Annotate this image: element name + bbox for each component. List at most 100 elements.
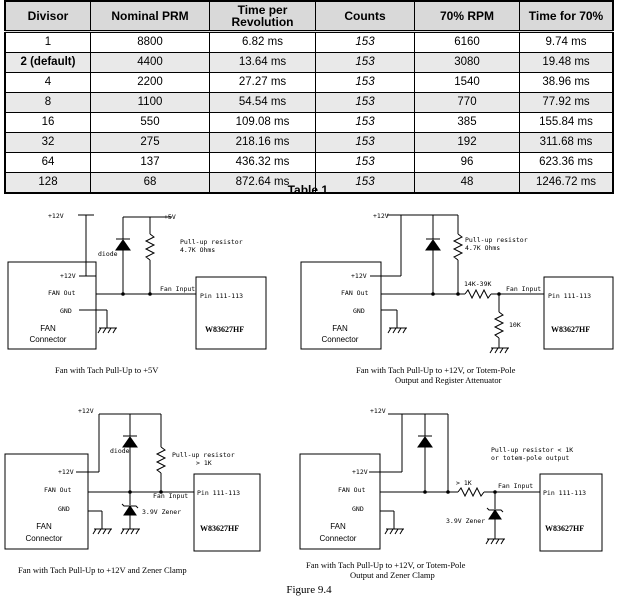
cell-time-for-70: 623.36 ms bbox=[519, 152, 614, 173]
series-resistor-label: > 1K bbox=[456, 479, 472, 487]
cell-divisor: 8 bbox=[4, 92, 91, 113]
fan-connector-label-1: FAN bbox=[332, 324, 348, 333]
cell-time-for-70: 19.48 ms bbox=[519, 52, 614, 73]
diagram-caption: Fan with Tach Pull-Up to +12V and Zener … bbox=[18, 565, 187, 575]
cell-divisor: 1 bbox=[4, 31, 91, 53]
pullup-label-1: Pull-up resistor < 1K bbox=[491, 446, 573, 454]
pullup-label-1: Pull-up resistor bbox=[465, 236, 528, 244]
cell-counts: 153 bbox=[315, 72, 415, 93]
chip-box bbox=[195, 276, 267, 350]
cell-nominal-prm: 275 bbox=[90, 132, 210, 153]
gnd-label: GND bbox=[60, 307, 72, 315]
cell-rpm-70: 770 bbox=[414, 92, 520, 113]
data-table: Divisor Nominal PRM Time per Revolution … bbox=[4, 0, 614, 194]
supply-12v-label: +12V bbox=[373, 212, 389, 220]
diagram-caption: Fan with Tach Pull-Up to +5V bbox=[55, 365, 159, 375]
fan-input-label: Fan Input bbox=[160, 285, 195, 293]
cell-divisor: 4 bbox=[4, 72, 91, 93]
diagram-caption-1: Fan with Tach Pull-Up to +12V, or Totem-… bbox=[356, 365, 516, 375]
supply-12v-label: +12V bbox=[370, 407, 386, 415]
diode-label: diode bbox=[110, 447, 130, 455]
chip-label: W83627HF bbox=[545, 524, 584, 533]
cell-time-per-revolution: 872.64 ms bbox=[209, 172, 316, 194]
circuit-diagram-1: FAN Connector +12V FAN Out GND +12V diod… bbox=[7, 212, 267, 375]
cell-nominal-prm: 137 bbox=[90, 152, 210, 173]
zener-label: 3.9V Zener bbox=[142, 508, 181, 516]
cell-nominal-prm: 2200 bbox=[90, 72, 210, 93]
cell-rpm-70: 385 bbox=[414, 112, 520, 133]
figure-9-4: FAN Connector +12V FAN Out GND +12V diod… bbox=[4, 212, 614, 596]
pin-label: Pin 111-113 bbox=[543, 489, 586, 497]
fan-out-label: FAN Out bbox=[44, 486, 71, 494]
header-counts: Counts bbox=[315, 0, 415, 32]
supply-12v-label: +12V bbox=[78, 407, 94, 415]
diagram-caption-2: Output and Register Attenuator bbox=[395, 375, 502, 385]
cell-rpm-70: 1540 bbox=[414, 72, 520, 93]
cell-rpm-70: 96 bbox=[414, 152, 520, 173]
cell-time-for-70: 155.84 ms bbox=[519, 112, 614, 133]
cell-time-per-revolution: 436.32 ms bbox=[209, 152, 316, 173]
fan-connector-label-2: Connector bbox=[30, 335, 67, 344]
cell-time-for-70: 38.96 ms bbox=[519, 72, 614, 93]
table-caption: Table 1. bbox=[287, 183, 332, 197]
circuit-diagram-3: FAN Connector +12V FAN Out GND +12V diod… bbox=[4, 407, 261, 575]
header-nominal-prm: Nominal PRM bbox=[90, 0, 210, 32]
pullup-label-1: Pull-up resistor bbox=[172, 451, 235, 459]
supply-12v-label: +12V bbox=[48, 212, 64, 220]
fan-input-label: Fan Input bbox=[498, 482, 533, 490]
cell-rpm-70: 192 bbox=[414, 132, 520, 153]
fan-input-label: Fan Input bbox=[153, 492, 188, 500]
chip-label: W83627HF bbox=[551, 325, 590, 334]
fan-input-label: Fan Input bbox=[506, 285, 541, 293]
cell-nominal-prm: 68 bbox=[90, 172, 210, 194]
cell-time-for-70: 9.74 ms bbox=[519, 31, 614, 53]
series-resistor-label: 14K-39K bbox=[464, 280, 491, 288]
fan-connector-label-1: FAN bbox=[36, 522, 52, 531]
pullup-label-2: 4.7K Ohms bbox=[180, 246, 215, 254]
fan-out-label: FAN Out bbox=[338, 486, 365, 494]
cell-divisor: 16 bbox=[4, 112, 91, 133]
fan-connector-label-2: Connector bbox=[320, 534, 357, 543]
cell-rpm-70: 3080 bbox=[414, 52, 520, 73]
cell-time-for-70: 77.92 ms bbox=[519, 92, 614, 113]
chip-box bbox=[193, 473, 261, 552]
diode-label: diode bbox=[98, 250, 118, 258]
pin-label: Pin 111-113 bbox=[197, 489, 240, 497]
header-70-rpm: 70% RPM bbox=[414, 0, 520, 32]
fan-out-label: FAN Out bbox=[341, 289, 368, 297]
pullup-label-1: Pull-up resistor bbox=[180, 238, 243, 246]
cell-nominal-prm: 8800 bbox=[90, 31, 210, 53]
fan-connector-box bbox=[4, 453, 89, 550]
fan-connector-box bbox=[300, 261, 382, 350]
chip-label: W83627HF bbox=[200, 524, 239, 533]
figure-caption: Figure 9.4 bbox=[286, 584, 332, 596]
cell-time-per-revolution: 6.82 ms bbox=[209, 31, 316, 53]
gnd-label: GND bbox=[58, 505, 70, 513]
fan-connector-label-1: FAN bbox=[330, 522, 346, 531]
cell-time-per-revolution: 13.64 ms bbox=[209, 52, 316, 73]
pin-12v-label: +12V bbox=[351, 272, 367, 280]
chip-box bbox=[539, 473, 603, 552]
cell-time-per-revolution: 54.54 ms bbox=[209, 92, 316, 113]
header-time-for-70: Time for 70% bbox=[519, 0, 614, 32]
zener-label: 3.9V Zener bbox=[446, 517, 485, 525]
cell-divisor: 32 bbox=[4, 132, 91, 153]
gnd-label: GND bbox=[353, 307, 365, 315]
fan-out-label: FAN Out bbox=[48, 289, 75, 297]
cell-time-per-revolution: 109.08 ms bbox=[209, 112, 316, 133]
cell-time-per-revolution: 27.27 ms bbox=[209, 72, 316, 93]
diagram-caption-1: Fan with Tach Pull-Up to +12V, or Totem-… bbox=[306, 560, 466, 570]
shunt-resistor-label: 10K bbox=[509, 321, 521, 329]
pin-label: Pin 111-113 bbox=[200, 292, 243, 300]
pullup-label-2: 4.7K Ohms bbox=[465, 244, 500, 252]
pin-12v-label: +12V bbox=[60, 272, 76, 280]
cell-time-per-revolution: 218.16 ms bbox=[209, 132, 316, 153]
fan-connector-box bbox=[299, 453, 381, 550]
diagram-caption-2: Output and Zener Clamp bbox=[350, 570, 435, 580]
fan-connector-label-1: FAN bbox=[40, 324, 56, 333]
